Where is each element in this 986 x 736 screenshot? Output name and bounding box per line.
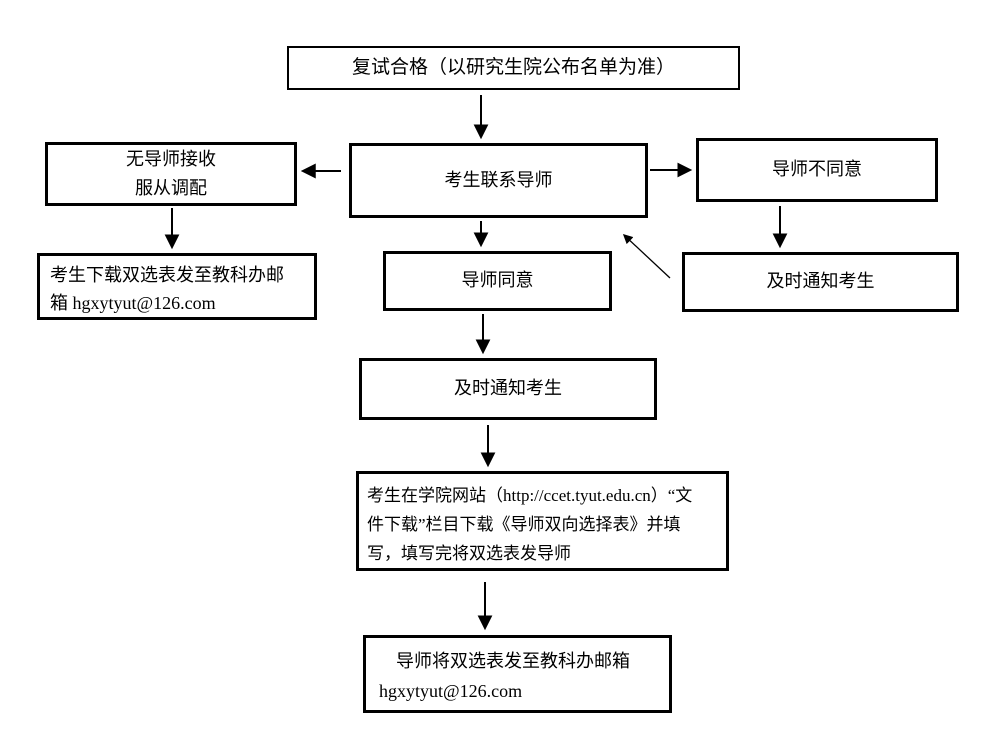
node-website-line-1: 考生在学院网站（http://ccet.tyut.edu.cn）“文 bbox=[367, 486, 693, 505]
node-notify-candidate-right: 及时通知考生 bbox=[682, 252, 959, 312]
node-website-instructions: 考生在学院网站（http://ccet.tyut.edu.cn）“文 件下载”栏… bbox=[356, 471, 729, 571]
node-mentor-disagree: 导师不同意 bbox=[696, 138, 938, 202]
node-qualified-label: 复试合格（以研究生院公布名单为准） bbox=[351, 57, 675, 79]
node-notify-candidate-middle: 及时通知考生 bbox=[359, 358, 657, 420]
node-notify-candidate-middle-label: 及时通知考生 bbox=[454, 378, 562, 399]
node-download-form-email: 考生下载双选表发至教科办邮 箱 hgxytyut@126.com bbox=[37, 253, 317, 320]
node-website-line-3: 写，填写完将双选表发导师 bbox=[367, 544, 571, 563]
node-notify-candidate-right-label: 及时通知考生 bbox=[766, 271, 875, 292]
node-no-mentor-line-2: 服从调配 bbox=[135, 178, 207, 198]
node-final-line-1: 导师将双选表发至教科办邮箱 bbox=[396, 651, 630, 671]
node-download-line-2: 箱 hgxytyut@126.com bbox=[50, 293, 216, 313]
node-mentor-disagree-label: 导师不同意 bbox=[772, 159, 862, 180]
node-no-mentor-line-1: 无导师接收 bbox=[126, 149, 216, 169]
arrow-notify-to-contact bbox=[622, 234, 671, 279]
node-contact-mentor-label: 考生联系导师 bbox=[444, 169, 553, 190]
node-mentor-agree-label: 导师同意 bbox=[461, 270, 534, 291]
node-qualified: 复试合格（以研究生院公布名单为准） bbox=[287, 46, 740, 90]
node-final-line-2: hgxytyut@126.com bbox=[379, 681, 523, 701]
node-mentor-send-form: 导师将双选表发至教科办邮箱 hgxytyut@126.com bbox=[363, 635, 672, 713]
node-download-line-1: 考生下载双选表发至教科办邮 bbox=[50, 265, 284, 285]
node-no-mentor-accept: 无导师接收 服从调配 bbox=[45, 142, 297, 206]
node-mentor-agree: 导师同意 bbox=[383, 251, 612, 311]
node-contact-mentor: 考生联系导师 bbox=[349, 143, 648, 218]
node-website-line-2: 件下载”栏目下载《导师双向选择表》并填 bbox=[367, 515, 681, 534]
